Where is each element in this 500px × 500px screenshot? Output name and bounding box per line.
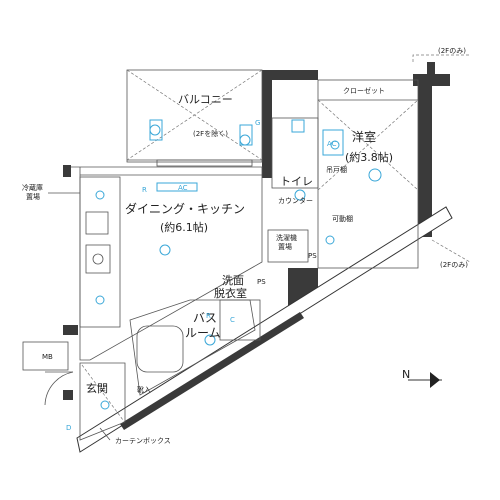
shoe-box-label: 靴入: [137, 385, 151, 394]
light-icon: [95, 190, 105, 200]
r-symbol-dk: R: [142, 186, 147, 194]
light-icon: [294, 189, 306, 201]
mb-label: MB: [42, 353, 53, 361]
entrance-label: 玄関: [86, 381, 108, 395]
door-swing-icon: [44, 371, 74, 406]
c-symbol: C: [230, 316, 235, 324]
d-symbol: D: [66, 424, 71, 432]
balcony-label: バルコニー: [178, 93, 233, 106]
light-icon: [149, 124, 161, 136]
light-icon: [204, 334, 216, 346]
r-symbol-bath: R: [206, 312, 211, 320]
light-icon: [239, 134, 251, 146]
washroom-label-2: 脱衣室: [214, 286, 247, 300]
counter-label: カウンター: [278, 196, 313, 205]
equipment: [95, 119, 382, 410]
outlet-icon: [330, 140, 340, 150]
ps-label-2: PS: [308, 252, 317, 260]
fridge-label-1: 冷蔵庫: [22, 183, 43, 192]
ps-label-1: PS: [257, 278, 266, 286]
compass-icon: N: [402, 368, 442, 388]
closet-label: クローゼット: [343, 86, 385, 95]
light-icon: [100, 400, 110, 410]
light-icon: [368, 168, 382, 182]
room-labels: バルコニー (2Fを除く) クローゼット 洋室 (約3.8帖) トイレ ダイニン…: [86, 86, 393, 395]
balcony-note: (2Fを除く): [193, 129, 228, 138]
curtain-box-label: カーテンボックス: [115, 437, 171, 445]
outlet-icon: [325, 235, 335, 245]
symbol-letters: AC AC G R R C D: [66, 119, 337, 432]
washer-label-2: 置場: [278, 242, 292, 251]
western-room-size: (約3.8帖): [345, 150, 393, 164]
two-f-only-top: (2Fのみ): [438, 47, 466, 55]
g-symbol: G: [255, 119, 260, 127]
washer-label-1: 洗濯機: [276, 233, 297, 242]
dk-size: (約6.1帖): [160, 220, 208, 234]
light-icon: [159, 244, 171, 256]
dk-label: ダイニング・キッチン: [125, 201, 245, 216]
light-icon: [95, 295, 105, 305]
outlines: [22, 54, 471, 441]
hanging-shelf-label: 吊戸棚: [326, 165, 347, 174]
fridge-label-2: 置場: [26, 192, 40, 201]
ac-western: AC: [327, 140, 337, 148]
bath-label-1: バス: [193, 311, 217, 325]
annotations: 冷蔵庫 置場 カウンター 吊戸棚 可動棚 洗濯機 置場 靴入 カーテンボックス …: [22, 47, 468, 445]
two-f-only-right: (2Fのみ): [440, 261, 468, 269]
ac-dk: AC: [178, 184, 188, 192]
toilet-label: トイレ: [280, 175, 313, 188]
movable-shelf-label: 可動棚: [332, 214, 353, 223]
bath-label-2: ルーム: [185, 326, 221, 340]
north-label: N: [402, 368, 410, 381]
washroom-label-1: 洗面: [222, 274, 244, 287]
western-room-label: 洋室: [352, 129, 376, 144]
